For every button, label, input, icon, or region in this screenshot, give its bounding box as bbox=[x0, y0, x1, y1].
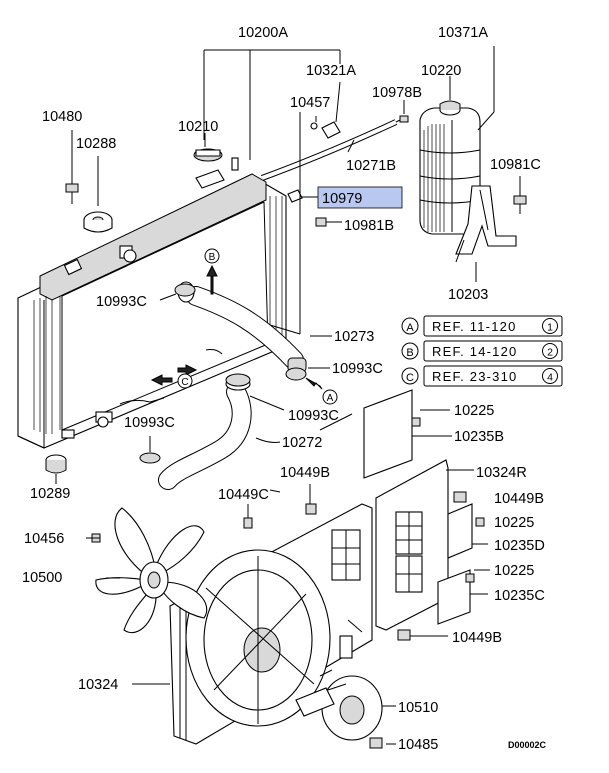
label-10288: 10288 bbox=[76, 136, 116, 152]
label-10289: 10289 bbox=[30, 486, 70, 502]
reference-row-a: A REF. 11-120 1 bbox=[401, 315, 563, 337]
label-10235D: 10235D bbox=[494, 538, 545, 554]
fan-10500 bbox=[95, 507, 208, 633]
label-10456: 10456 bbox=[24, 531, 64, 547]
label-10510: 10510 bbox=[398, 700, 438, 716]
ref-text-a: REF. 11-120 bbox=[432, 319, 517, 334]
label-10485: 10485 bbox=[398, 737, 438, 753]
label-10324R: 10324R bbox=[476, 465, 527, 481]
label-10993C-d: 10993C bbox=[124, 415, 175, 431]
reference-boxes: A REF. 11-120 1 B REF. 14-120 2 C REF. 2… bbox=[401, 315, 563, 387]
radiator-cap-10210 bbox=[193, 133, 223, 162]
callout-C: C bbox=[181, 377, 188, 388]
bracket-10288 bbox=[83, 156, 113, 233]
overflow-hose-10271B bbox=[260, 100, 409, 181]
label-10480: 10480 bbox=[42, 109, 82, 125]
label-10449B-c: 10449B bbox=[452, 630, 502, 646]
lower-hose-10272 bbox=[158, 377, 281, 490]
ref-mark-b: B bbox=[406, 347, 413, 359]
ref-num-c: 4 bbox=[547, 372, 553, 384]
ref-mark-c: C bbox=[406, 372, 414, 384]
label-10272: 10272 bbox=[282, 435, 322, 451]
reference-row-c: C REF. 23-310 4 bbox=[401, 365, 563, 387]
label-10449B-a: 10449B bbox=[280, 465, 330, 481]
label-10225-a: 10225 bbox=[454, 403, 494, 419]
tank-bracket-10203 bbox=[455, 185, 517, 282]
label-10981C: 10981C bbox=[490, 157, 541, 173]
bolt-10981B bbox=[315, 217, 342, 227]
label-10235B: 10235B bbox=[454, 429, 504, 445]
label-10271B: 10271B bbox=[346, 158, 396, 174]
bolt-10981C bbox=[513, 176, 527, 214]
label-10978B: 10978B bbox=[372, 85, 422, 101]
fan-shroud-10324 bbox=[169, 503, 373, 745]
callout-arrows bbox=[150, 264, 323, 390]
label-10457: 10457 bbox=[290, 95, 330, 111]
label-10449B-b: 10449B bbox=[494, 491, 544, 507]
ref-mark-a: A bbox=[406, 322, 414, 334]
clip-10979 bbox=[287, 189, 318, 203]
callout-B: B bbox=[209, 252, 216, 263]
callout-A: A bbox=[327, 393, 334, 404]
label-10220: 10220 bbox=[421, 63, 461, 79]
hose-clamps-10993C bbox=[139, 283, 330, 464]
label-10235C: 10235C bbox=[494, 588, 545, 604]
radiator-drawing bbox=[17, 157, 287, 449]
label-10225-c: 10225 bbox=[494, 563, 534, 579]
ref-num-b: 2 bbox=[547, 347, 553, 359]
leader-lines-lower bbox=[86, 413, 396, 745]
label-10203: 10203 bbox=[448, 287, 488, 303]
small-bolts bbox=[91, 409, 490, 749]
reserve-tank-10371A bbox=[419, 46, 495, 235]
label-10993C-a: 10993C bbox=[96, 294, 147, 310]
highlight-10979 bbox=[317, 186, 403, 209]
label-10993C-c: 10993C bbox=[288, 408, 339, 424]
label-10500: 10500 bbox=[22, 570, 62, 586]
label-10371A: 10371A bbox=[438, 25, 488, 41]
ref-text-c: REF. 23-310 bbox=[432, 369, 517, 384]
label-10321A: 10321A bbox=[306, 63, 356, 79]
fan-motor-10510 bbox=[295, 669, 396, 741]
label-10993C-b: 10993C bbox=[332, 361, 383, 377]
part-labels: 10200A 10371A 10321A 10220 10978B 10457 … bbox=[22, 25, 547, 753]
ref-num-a: 1 bbox=[547, 322, 553, 334]
drain-plug-10289 bbox=[45, 454, 67, 484]
label-10324: 10324 bbox=[78, 677, 118, 693]
label-10200A: 10200A bbox=[238, 25, 288, 41]
diagram-code: D00002C bbox=[508, 740, 547, 750]
label-10273: 10273 bbox=[334, 329, 374, 345]
ref-text-b: REF. 14-120 bbox=[432, 344, 517, 359]
bolt-10480 bbox=[65, 130, 79, 204]
reference-row-b: B REF. 14-120 2 bbox=[401, 340, 563, 362]
label-10981B: 10981B bbox=[344, 218, 394, 234]
callout-circles: B C A bbox=[177, 248, 338, 405]
clamp-10321A bbox=[310, 81, 341, 139]
seal-pads bbox=[363, 389, 488, 625]
label-10979: 10979 bbox=[322, 191, 362, 207]
label-10225-b: 10225 bbox=[494, 515, 534, 531]
label-10449C: 10449C bbox=[218, 487, 269, 503]
label-10210: 10210 bbox=[178, 119, 218, 135]
